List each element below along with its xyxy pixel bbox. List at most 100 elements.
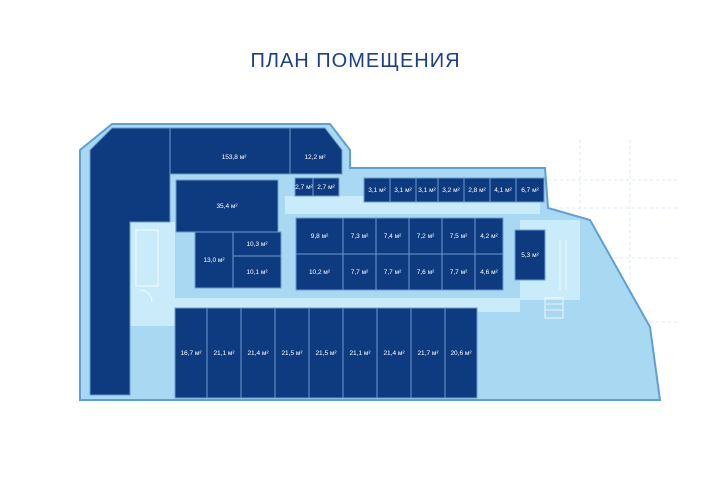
page-title: ПЛАН ПОМЕЩЕНИЯ	[250, 50, 461, 72]
room-r7_6[interactable]: 7,6 м²	[408, 253, 443, 291]
room-r21_1b[interactable]: 21,1 м²	[342, 307, 378, 399]
room-area-label: 21,1 м²	[213, 350, 235, 357]
room-shape[interactable]	[342, 307, 378, 399]
room-r7_7c[interactable]: 7,7 м²	[441, 253, 476, 291]
room-area-label: 2,7 м²	[295, 184, 313, 191]
room-area-label: 153,8 м²	[222, 154, 248, 161]
room-r21_4a[interactable]: 21,4 м²	[240, 307, 276, 399]
room-area-label: 9,8 м²	[311, 233, 329, 240]
room-area-label: 4,1 м²	[494, 187, 512, 194]
room-area-label: 10,3 м²	[246, 241, 268, 248]
room-r7_7b[interactable]: 7,7 м²	[375, 253, 410, 291]
room-r2_8[interactable]: 2,8 м²	[463, 177, 491, 203]
room-r7_3[interactable]: 7,3 м²	[342, 217, 377, 255]
room-r7_4[interactable]: 7,4 м²	[375, 217, 410, 255]
room-r3_1a[interactable]: 3,1 м²	[363, 177, 391, 203]
room-shape[interactable]	[89, 127, 171, 396]
room-shape[interactable]	[514, 229, 546, 281]
room-area-label: 3,1 м²	[394, 187, 412, 194]
room-shape[interactable]	[169, 127, 291, 175]
room-r10_1[interactable]: 10,1 м²	[232, 255, 282, 289]
room-area-label: 7,4 м²	[384, 233, 402, 240]
room-r10_3[interactable]: 10,3 м²	[232, 231, 282, 257]
room-r4_1[interactable]: 4,1 м²	[489, 177, 517, 203]
room-r21_1a[interactable]: 21,1 м²	[206, 307, 242, 399]
room-r21_5a[interactable]: 21,5 м²	[274, 307, 310, 399]
room-shape[interactable]	[515, 177, 545, 203]
room-area-label: 7,7 м²	[351, 269, 369, 276]
room-r9_8[interactable]: 9,8 м²	[295, 217, 344, 255]
room-shape[interactable]	[232, 255, 282, 289]
room-shape[interactable]	[444, 307, 478, 399]
room-r4_6[interactable]: 4,6 м²	[474, 253, 504, 291]
fixtures	[135, 229, 567, 319]
room-area-label: 7,3 м²	[351, 233, 369, 240]
room-area-label: 2,7 м²	[317, 184, 335, 191]
room-area-label: 10,2 м²	[309, 269, 331, 276]
room-shape[interactable]	[194, 231, 234, 289]
room-r5_3[interactable]: 5,3 м²	[514, 229, 546, 281]
room-area-label: 20,6 м²	[450, 350, 472, 357]
room-shape[interactable]	[308, 307, 344, 399]
room-r3_1b[interactable]: 3,1 м²	[389, 177, 417, 203]
room-area-label: 16,7 м²	[180, 350, 202, 357]
room-r10_2[interactable]: 10,2 м²	[295, 253, 344, 291]
room-r2_7b[interactable]: 2,7 м²	[312, 177, 340, 197]
room-area-label: 2,8 м²	[468, 187, 486, 194]
room-r21_4b[interactable]: 21,4 м²	[376, 307, 412, 399]
room-area-label: 7,6 м²	[417, 269, 435, 276]
room-shape[interactable]	[375, 253, 410, 291]
room-area-label: 4,6 м²	[480, 269, 498, 276]
room-area-label: 3,1 м²	[418, 187, 436, 194]
room-area-label: 4,2 м²	[480, 233, 498, 240]
room-shape[interactable]	[342, 253, 377, 291]
room-area-label: 13,0 м²	[203, 257, 225, 264]
room-shape[interactable]	[206, 307, 242, 399]
room-area-label: 3,2 м²	[442, 187, 460, 194]
room-area-label: 21,1 м²	[349, 350, 371, 357]
room-shape[interactable]	[376, 307, 412, 399]
room-area-label: 12,2 м²	[304, 154, 326, 161]
room-r7_7a[interactable]: 7,7 м²	[342, 253, 377, 291]
room-area-label: 21,4 м²	[247, 350, 269, 357]
room-area-label: 10,1 м²	[246, 269, 268, 276]
room-r6_7[interactable]: 6,7 м²	[515, 177, 545, 203]
room-r7_2[interactable]: 7,2 м²	[408, 217, 443, 255]
room-r3_2[interactable]: 3,2 м²	[437, 177, 465, 203]
room-shape[interactable]	[175, 179, 279, 233]
room-area-label: 7,5 м²	[450, 233, 468, 240]
room-r12_2[interactable]: 12,2 м²	[289, 127, 343, 175]
room-r153[interactable]: 153,8 м²	[169, 127, 291, 175]
room-shape[interactable]	[489, 177, 517, 203]
room-shape[interactable]	[312, 177, 340, 197]
room-shape[interactable]	[240, 307, 276, 399]
room-area-label: 7,7 м²	[450, 269, 468, 276]
room-shape[interactable]	[463, 177, 491, 203]
room-area-label: 35,4 м²	[216, 203, 238, 210]
room-r7_5[interactable]: 7,5 м²	[441, 217, 476, 255]
room-shape[interactable]	[289, 127, 343, 175]
room-shape[interactable]	[474, 217, 504, 255]
room-area-label: 7,7 м²	[384, 269, 402, 276]
room-r3_1c[interactable]: 3,1 м²	[415, 177, 439, 203]
room-r35_4[interactable]: 35,4 м²	[175, 179, 279, 233]
room-r21_5b[interactable]: 21,5 м²	[308, 307, 344, 399]
room-r13_0[interactable]: 13,0 м²	[194, 231, 234, 289]
room-area-label: 21,5 м²	[315, 350, 337, 357]
room-area-label: 7,2 м²	[417, 233, 435, 240]
room-r21_7[interactable]: 21,7 м²	[410, 307, 446, 399]
room-area-label: 6,7 м²	[521, 187, 539, 194]
room-area-label: 3,1 м²	[368, 187, 386, 194]
room-shape[interactable]	[474, 253, 504, 291]
room-r2_7a[interactable]: 2,7 м²	[294, 177, 314, 197]
room-r16_7[interactable]: 16,7 м²	[174, 307, 208, 399]
room-shape[interactable]	[389, 177, 417, 203]
room-area-label: 21,4 м²	[383, 350, 405, 357]
room-shape[interactable]	[274, 307, 310, 399]
room-r4_2[interactable]: 4,2 м²	[474, 217, 504, 255]
room-shape[interactable]	[295, 217, 344, 255]
room-r20_6[interactable]: 20,6 м²	[444, 307, 478, 399]
room-shape[interactable]	[437, 177, 465, 203]
